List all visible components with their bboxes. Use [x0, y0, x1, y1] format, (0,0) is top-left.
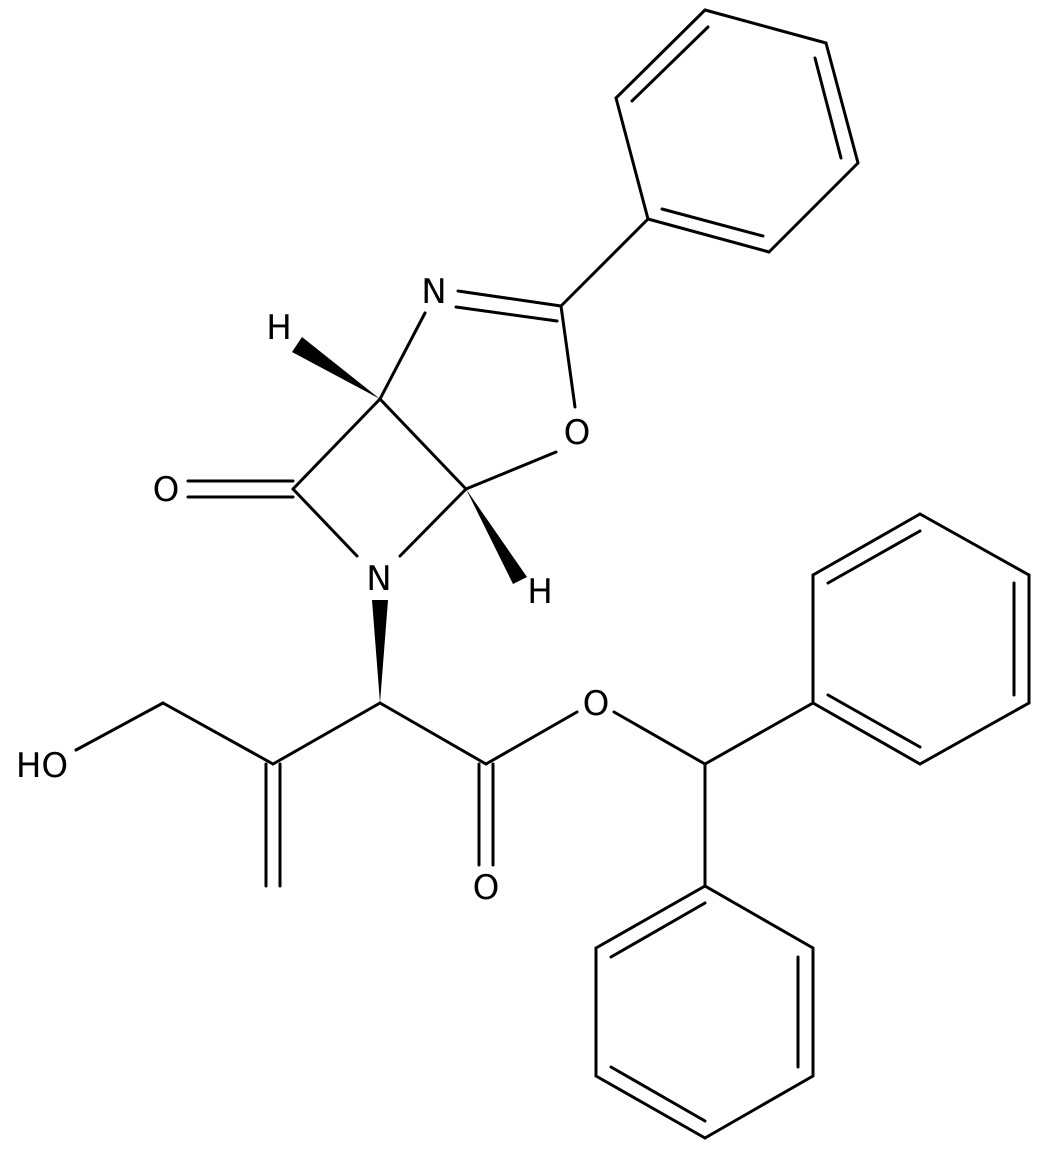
side-chain	[74, 701, 707, 888]
beta-lactam-ring	[186, 397, 468, 558]
oxazoline-ring	[378, 217, 650, 491]
phenyl-ring-right	[811, 512, 1031, 766]
hydroxyl-label: HO	[16, 746, 68, 786]
stereo-wedges	[292, 337, 527, 703]
ring-oxygen-label: O	[564, 413, 591, 453]
ester-oxygen-label: O	[583, 684, 610, 724]
stereo-hydrogen-bottom-label: H	[527, 572, 553, 612]
phenyl-ring-top	[614, 8, 860, 254]
ketone-oxygen-label: O	[153, 470, 180, 510]
benzhydryl-group	[703, 701, 815, 888]
phenyl-ring-bottom	[594, 884, 815, 1140]
imine-nitrogen-label: N	[421, 272, 446, 312]
carbonyl-oxygen-label: O	[473, 868, 500, 908]
lactam-nitrogen-label: N	[366, 559, 391, 599]
stereo-hydrogen-top-label: H	[266, 308, 292, 348]
